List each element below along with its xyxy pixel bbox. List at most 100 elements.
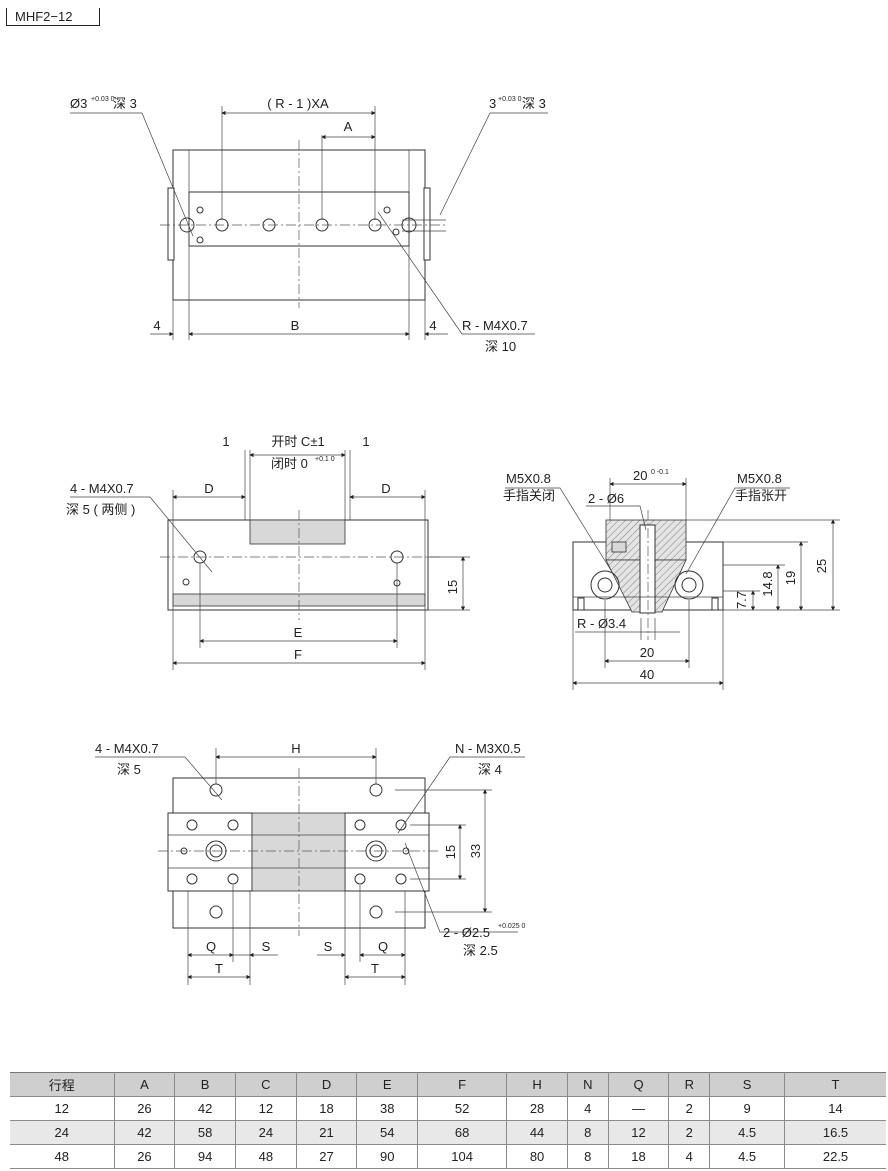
dim-14-8: 14.8 [760, 571, 775, 596]
hole-left-tol: +0.03 0 [91, 96, 115, 103]
dim-q-right: Q [378, 939, 388, 954]
dim-19: 19 [783, 571, 798, 585]
pin-label: 2 - Ø2.5 [443, 925, 490, 940]
table-cell: 22.5 [784, 1144, 886, 1169]
dim-15: 15 [445, 580, 460, 594]
dim-s-right: S [324, 939, 333, 954]
dim-1-left: 1 [222, 434, 229, 449]
port-right [365, 840, 387, 862]
top-end-cap-left [167, 187, 175, 261]
dim-20: 20 [640, 645, 654, 660]
table-cell: 48 [235, 1144, 297, 1169]
hole-right-dia: 3 [489, 96, 496, 111]
table-cell: 28 [506, 1096, 568, 1121]
thread-label: R - M4X0.7 [462, 318, 528, 333]
table-cell: 18 [296, 1096, 358, 1121]
table-cell: 42 [114, 1120, 176, 1145]
dim-d-right: D [381, 481, 390, 496]
technical-drawing: ( R - 1 )XA A Ø3 +0.03 0 深 3 3 +0.03 0 深… [66, 96, 840, 985]
table-cell: 4 [668, 1144, 711, 1169]
table-cell: 26 [114, 1096, 176, 1121]
table-header: N [567, 1072, 609, 1097]
table-cell: 4.5 [709, 1120, 786, 1145]
table-cell: 14 [784, 1096, 886, 1121]
table-cell: 44 [506, 1120, 568, 1145]
table-row: 24 42 58 24 21 54 68 44 8 12 2 4.5 16.5 [10, 1120, 886, 1145]
dim-s-left: S [262, 939, 271, 954]
table-header: T [784, 1072, 886, 1097]
side-thread: 4 - M4X0.7 [70, 481, 134, 496]
dim-1-right: 1 [362, 434, 369, 449]
table-cell: 26 [114, 1144, 176, 1169]
hole-left-dia: Ø3 [70, 96, 87, 111]
table-cell: 24 [235, 1120, 297, 1145]
table-cell: 4.5 [709, 1144, 786, 1169]
table-cell: 4 [567, 1096, 609, 1121]
hole-right-tol: +0.03 0 [498, 96, 522, 103]
dim-25: 25 [814, 559, 829, 573]
dim-15-bottom: 15 [443, 845, 458, 859]
table-cell: 12 [235, 1096, 297, 1121]
table-cell: 48 [10, 1144, 115, 1169]
table-header: 行程 [10, 1072, 115, 1097]
table-cell: 8 [567, 1120, 609, 1145]
table-cell: 2 [668, 1096, 711, 1121]
top-view: ( R - 1 )XA A Ø3 +0.03 0 深 3 3 +0.03 0 深… [70, 96, 548, 354]
bottom-thread-depth: 深 5 [117, 762, 141, 777]
table-cell: — [608, 1096, 670, 1121]
table-cell: 90 [356, 1144, 419, 1169]
table-cell: 104 [417, 1144, 508, 1169]
dim-d-left: D [204, 481, 213, 496]
table-cell: 58 [174, 1120, 236, 1145]
finger-right [674, 570, 704, 600]
table-header: R [668, 1072, 711, 1097]
table-header-row: 行程 A B C D E F H N Q R S T [10, 1072, 886, 1097]
dim-a: A [344, 119, 353, 134]
dim-h: H [291, 741, 300, 756]
dim-7-7: 7.7 [734, 591, 749, 609]
m5-open-label: 手指张开 [735, 488, 787, 503]
table-header: E [356, 1072, 419, 1097]
closed-tol: +0.1 0 [315, 456, 335, 463]
dim-r1xa: ( R - 1 )XA [267, 96, 329, 111]
dim-e: E [294, 625, 303, 640]
dim-4-right: 4 [429, 318, 436, 333]
spec-table: 行程 A B C D E F H N Q R S T 12 26 42 12 1… [10, 1072, 886, 1169]
side-gap [249, 519, 346, 545]
table-cell: 42 [174, 1096, 236, 1121]
table-header: D [296, 1072, 358, 1097]
side-view: 1 1 开时 C±1 闭时 0 +0.1 0 D D 4 - M4X0.7 深 … [66, 434, 470, 670]
table-cell: 80 [506, 1144, 568, 1169]
hole-left-depth: 深 3 [113, 96, 137, 111]
dim-f: F [294, 647, 302, 662]
table-cell: 2 [668, 1120, 711, 1145]
table-header: C [235, 1072, 297, 1097]
dim-20-top: 20 [633, 468, 647, 483]
table-cell: 38 [356, 1096, 419, 1121]
bottom-holes [180, 783, 410, 919]
model-label: MHF2−12 [6, 8, 100, 26]
n-thread: N - M3X0.5 [455, 741, 521, 756]
side-thread-depth: 深 5 ( 两侧 ) [66, 502, 135, 517]
open-stroke: 开时 C±1 [271, 434, 324, 449]
port-left [205, 840, 227, 862]
table-cell: 8 [567, 1144, 609, 1169]
n-thread-depth: 深 4 [478, 762, 502, 777]
table-cell: 68 [417, 1120, 508, 1145]
table-cell: 24 [10, 1120, 115, 1145]
dim-40: 40 [640, 667, 654, 682]
thread-depth: 深 10 [485, 339, 516, 354]
table-header: A [114, 1072, 176, 1097]
table-cell: 18 [608, 1144, 670, 1169]
table-cell: 9 [709, 1096, 786, 1121]
m5-open: M5X0.8 [737, 471, 782, 486]
section-piston [639, 524, 656, 614]
table-header: B [174, 1072, 236, 1097]
bottom-view: H 4 - M4X0.7 深 5 N - M3X0.5 深 4 33 15 2 … [95, 741, 526, 985]
dim-q-left: Q [206, 939, 216, 954]
table-cell: 94 [174, 1144, 236, 1169]
dim-t-right: T [371, 961, 379, 976]
table-row: 48 26 94 48 27 90 104 80 8 18 4 4.5 22.5 [10, 1144, 886, 1169]
m5-close: M5X0.8 [506, 471, 551, 486]
table-header: F [417, 1072, 508, 1097]
